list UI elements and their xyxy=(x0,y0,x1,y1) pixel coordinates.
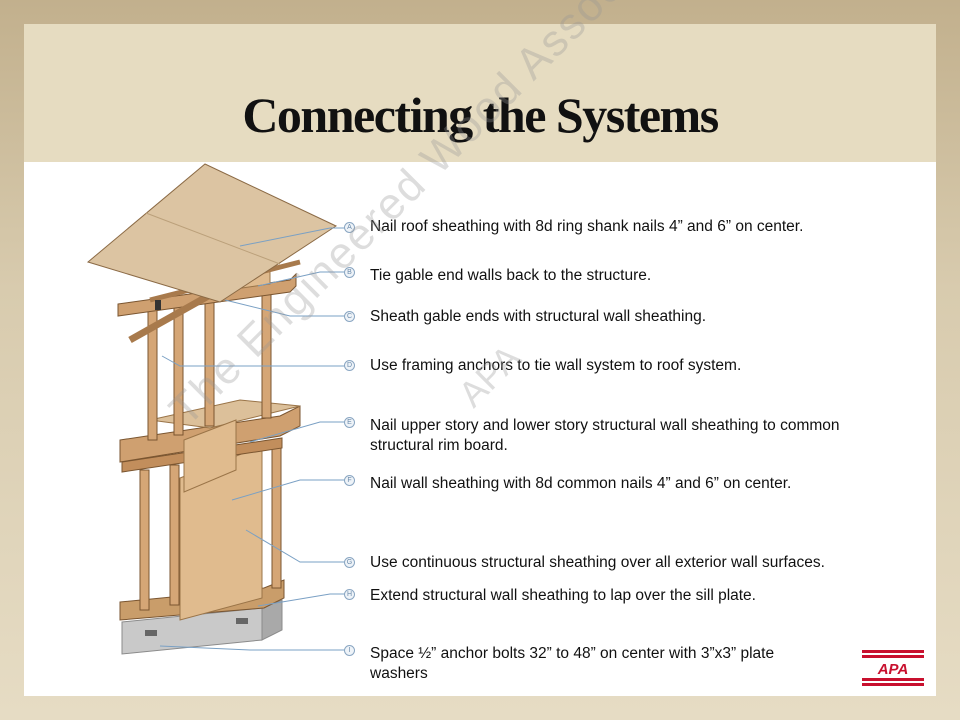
callout-marker-a: A xyxy=(344,222,355,233)
stud xyxy=(271,447,282,589)
callout-text: Extend structural wall sheathing to lap … xyxy=(370,587,756,604)
callout-text: Sheath gable ends with structural wall s… xyxy=(370,308,707,325)
roof-sheathing-seam xyxy=(145,212,281,265)
callout-text: Nail upper story and lower story structu… xyxy=(370,417,840,454)
callout-text: Use continuous structural sheathing over… xyxy=(370,554,825,571)
stud xyxy=(139,469,150,611)
slide-title: Connecting the Systems xyxy=(242,87,719,143)
callout-text: Nail wall sheathing with 8d common nails… xyxy=(370,475,792,492)
callout-text: Use framing anchors to tie wall system t… xyxy=(370,357,742,374)
leader-lines xyxy=(159,227,348,651)
framing-anchor xyxy=(155,300,161,310)
stud xyxy=(173,299,184,436)
callout-marker-g: G xyxy=(344,557,355,568)
callout-marker-f: F xyxy=(344,475,355,486)
callout-text: Nail roof sheathing with 8d ring shank n… xyxy=(370,218,804,235)
upper-wall-sheathing xyxy=(183,419,237,493)
callout-marker-c: C xyxy=(344,311,355,322)
roof-sheathing xyxy=(86,163,338,303)
title-band: Connecting the Systems xyxy=(24,24,936,162)
callout-marker-i: I xyxy=(344,645,355,656)
apa-logo-text: APA xyxy=(877,661,909,678)
callout-text: Space ½” anchor bolts 32” to 48” on cent… xyxy=(370,645,775,682)
stud xyxy=(204,295,215,427)
anchor-bolt xyxy=(236,618,248,624)
callout-marker-d: D xyxy=(344,360,355,371)
callout-marker-b: B xyxy=(344,267,355,278)
callout-marker-h: H xyxy=(344,589,355,600)
apa-logo: APA xyxy=(862,650,924,686)
callout-text: Tie gable end walls back to the structur… xyxy=(370,267,652,284)
stud xyxy=(169,464,180,606)
anchor-bolt xyxy=(145,630,157,636)
callout-marker-e: E xyxy=(344,417,355,428)
